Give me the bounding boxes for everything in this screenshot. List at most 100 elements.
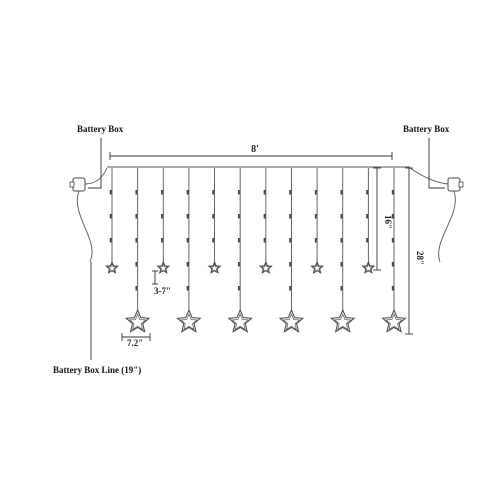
strand bbox=[176, 168, 202, 333]
strand bbox=[105, 168, 119, 274]
battery-box-right-leader bbox=[428, 138, 445, 189]
small-star-inner bbox=[363, 263, 374, 273]
bulb bbox=[212, 190, 215, 195]
bulb bbox=[186, 238, 189, 243]
strand bbox=[124, 168, 151, 333]
large-star bbox=[124, 308, 151, 333]
large-star bbox=[278, 308, 305, 333]
bulb bbox=[135, 190, 138, 195]
bulb bbox=[135, 286, 138, 291]
large-star-inner bbox=[282, 313, 301, 331]
large-star bbox=[227, 308, 253, 333]
bulb bbox=[186, 214, 189, 219]
large-star bbox=[330, 308, 356, 333]
small-star-inner bbox=[260, 263, 271, 273]
bulb bbox=[186, 262, 189, 267]
strand bbox=[310, 168, 325, 274]
star-gap-dimension: 3-7" bbox=[152, 270, 171, 296]
large-star bbox=[176, 308, 202, 333]
large-star bbox=[381, 308, 407, 333]
battery-box-line-label: Battery Box Line (19") bbox=[53, 365, 141, 375]
bulb bbox=[366, 190, 368, 195]
bulb bbox=[289, 238, 292, 243]
bulb bbox=[391, 214, 394, 219]
bulb bbox=[161, 238, 163, 243]
large-star-inner bbox=[333, 313, 352, 331]
bulb bbox=[340, 286, 343, 291]
bulb bbox=[237, 190, 240, 195]
bulb bbox=[391, 262, 394, 267]
bulb bbox=[314, 238, 317, 243]
large-star-inner bbox=[128, 313, 147, 331]
small-star-inner bbox=[158, 263, 169, 273]
bulb bbox=[263, 190, 266, 195]
long-drop-label: 28" bbox=[415, 251, 425, 265]
bulb bbox=[212, 214, 215, 219]
bulb bbox=[109, 238, 112, 243]
battery-box-left bbox=[69, 167, 108, 263]
bulb bbox=[135, 214, 138, 219]
bulb bbox=[314, 190, 317, 195]
battery-box-right bbox=[409, 167, 464, 263]
small-star bbox=[105, 260, 119, 274]
bulb bbox=[263, 238, 266, 243]
strand bbox=[330, 168, 356, 333]
bulb bbox=[109, 190, 112, 195]
bulb bbox=[212, 238, 215, 243]
small-star bbox=[156, 260, 171, 274]
battery-box-left-label: Battery Box bbox=[77, 124, 124, 134]
bulb bbox=[391, 286, 394, 291]
large-star-inner bbox=[231, 313, 250, 331]
bulb bbox=[340, 190, 343, 195]
bulb bbox=[237, 286, 240, 291]
small-star-inner bbox=[107, 263, 117, 273]
width-dimension-label: 8' bbox=[251, 144, 259, 155]
large-star-inner bbox=[385, 313, 403, 331]
small-star-inner bbox=[312, 263, 323, 273]
small-star-inner bbox=[209, 263, 220, 273]
star-width-dimension: 7.2" bbox=[121, 333, 151, 348]
bulb bbox=[314, 214, 317, 219]
battery-box-right-label: Battery Box bbox=[403, 124, 450, 134]
strand bbox=[381, 168, 407, 333]
bulb bbox=[289, 214, 292, 219]
strand bbox=[156, 168, 171, 274]
long-drop-dimension: 28" bbox=[405, 167, 425, 335]
bulb bbox=[186, 286, 189, 291]
bulb bbox=[109, 214, 112, 219]
bulb bbox=[391, 238, 394, 243]
bulb bbox=[135, 262, 138, 267]
short-drop-label: 16" bbox=[383, 215, 393, 229]
star-gap-label: 3-7" bbox=[154, 286, 171, 296]
bulb bbox=[289, 286, 292, 291]
short-drop-dimension: 16" bbox=[373, 167, 393, 271]
battery-box-left-leader bbox=[88, 138, 102, 189]
bulb bbox=[237, 262, 240, 267]
bulb bbox=[366, 214, 368, 219]
bulb bbox=[237, 238, 240, 243]
strands bbox=[105, 168, 407, 333]
bulb bbox=[161, 190, 163, 195]
bulb bbox=[263, 214, 266, 219]
bulb bbox=[289, 190, 292, 195]
small-star bbox=[310, 260, 325, 274]
strand bbox=[361, 168, 376, 274]
bulb bbox=[161, 214, 163, 219]
bulb bbox=[366, 238, 368, 243]
small-star bbox=[207, 260, 222, 274]
bulb bbox=[135, 238, 138, 243]
bulb bbox=[186, 190, 189, 195]
large-star-inner bbox=[179, 313, 198, 331]
small-star bbox=[258, 260, 273, 274]
bulb bbox=[289, 262, 292, 267]
strand bbox=[227, 168, 253, 333]
bulb bbox=[340, 262, 343, 267]
strand bbox=[278, 168, 305, 333]
strand bbox=[258, 168, 273, 274]
bulb bbox=[340, 238, 343, 243]
bulb bbox=[237, 214, 240, 219]
star-width-label: 7.2" bbox=[127, 338, 143, 348]
bulb bbox=[391, 190, 394, 195]
bulb bbox=[340, 214, 343, 219]
